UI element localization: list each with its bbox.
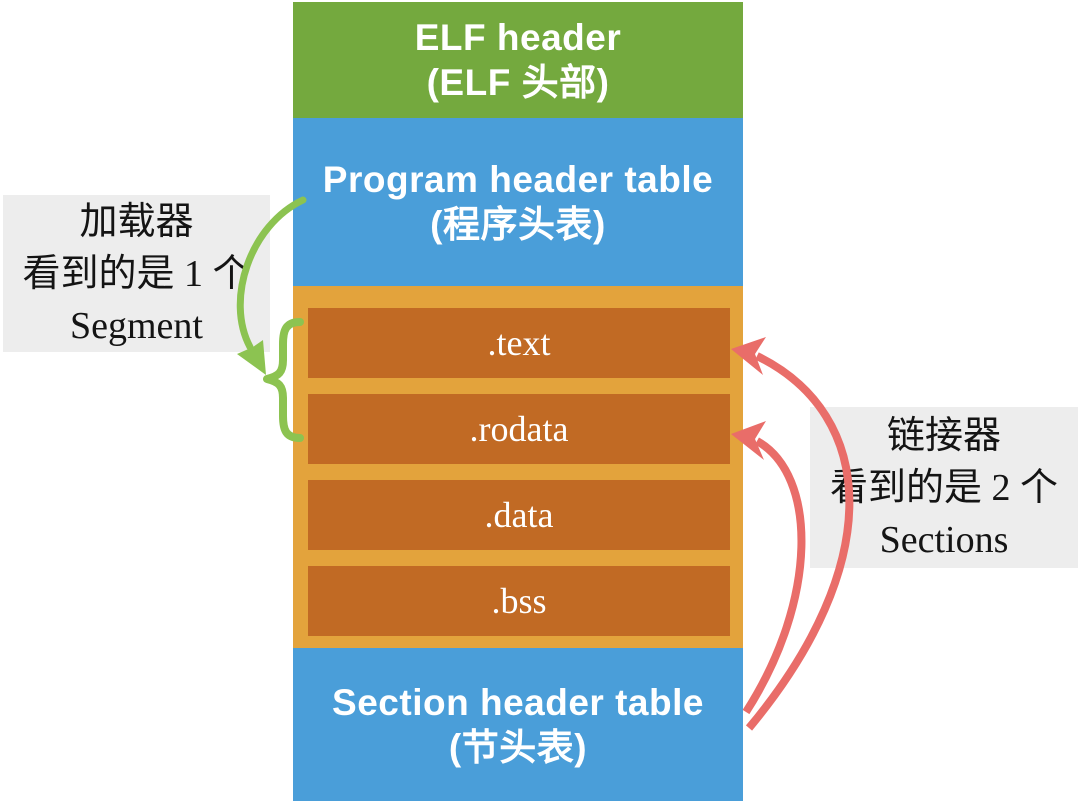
elf-header-label-zh: (ELF 头部) <box>426 62 610 103</box>
program-header-table-block: Program header table (程序头表) <box>293 118 743 286</box>
loader-annotation-line2: 看到的是 1 个 <box>22 252 251 295</box>
elf-header-block: ELF header (ELF 头部) <box>293 2 743 118</box>
section-header-label-en: Section header table <box>332 681 704 723</box>
linker-annotation-line3: Sections <box>879 518 1009 561</box>
segment-container: .text .rodata .data .bss <box>293 286 743 648</box>
loader-annotation: 加载器 看到的是 1 个 Segment <box>3 195 270 352</box>
section-text-label: .text <box>487 323 551 363</box>
section-rodata-label: .rodata <box>469 409 569 449</box>
linker-arrow-to-rodata <box>742 437 806 715</box>
section-data-block: .data <box>308 480 730 550</box>
section-rodata-block: .rodata <box>308 394 730 464</box>
elf-header-label-en: ELF header <box>414 17 622 58</box>
section-header-table-block: Section header table (节头表) <box>293 648 743 801</box>
section-header-label-zh: (节头表) <box>448 726 588 768</box>
linker-annotation-line1: 链接器 <box>886 414 1001 457</box>
linker-annotation: 链接器 看到的是 2 个 Sections <box>810 407 1078 568</box>
loader-annotation-line1: 加载器 <box>79 200 194 243</box>
program-header-label-zh: (程序头表) <box>430 204 606 245</box>
program-header-label-en: Program header table <box>322 159 714 200</box>
section-bss-label: .bss <box>491 581 547 621</box>
section-bss-block: .bss <box>308 566 730 636</box>
section-text-block: .text <box>308 308 730 378</box>
loader-annotation-line3: Segment <box>70 304 203 347</box>
section-data-label: .data <box>484 495 554 535</box>
linker-annotation-line2: 看到的是 2 个 <box>829 466 1058 509</box>
